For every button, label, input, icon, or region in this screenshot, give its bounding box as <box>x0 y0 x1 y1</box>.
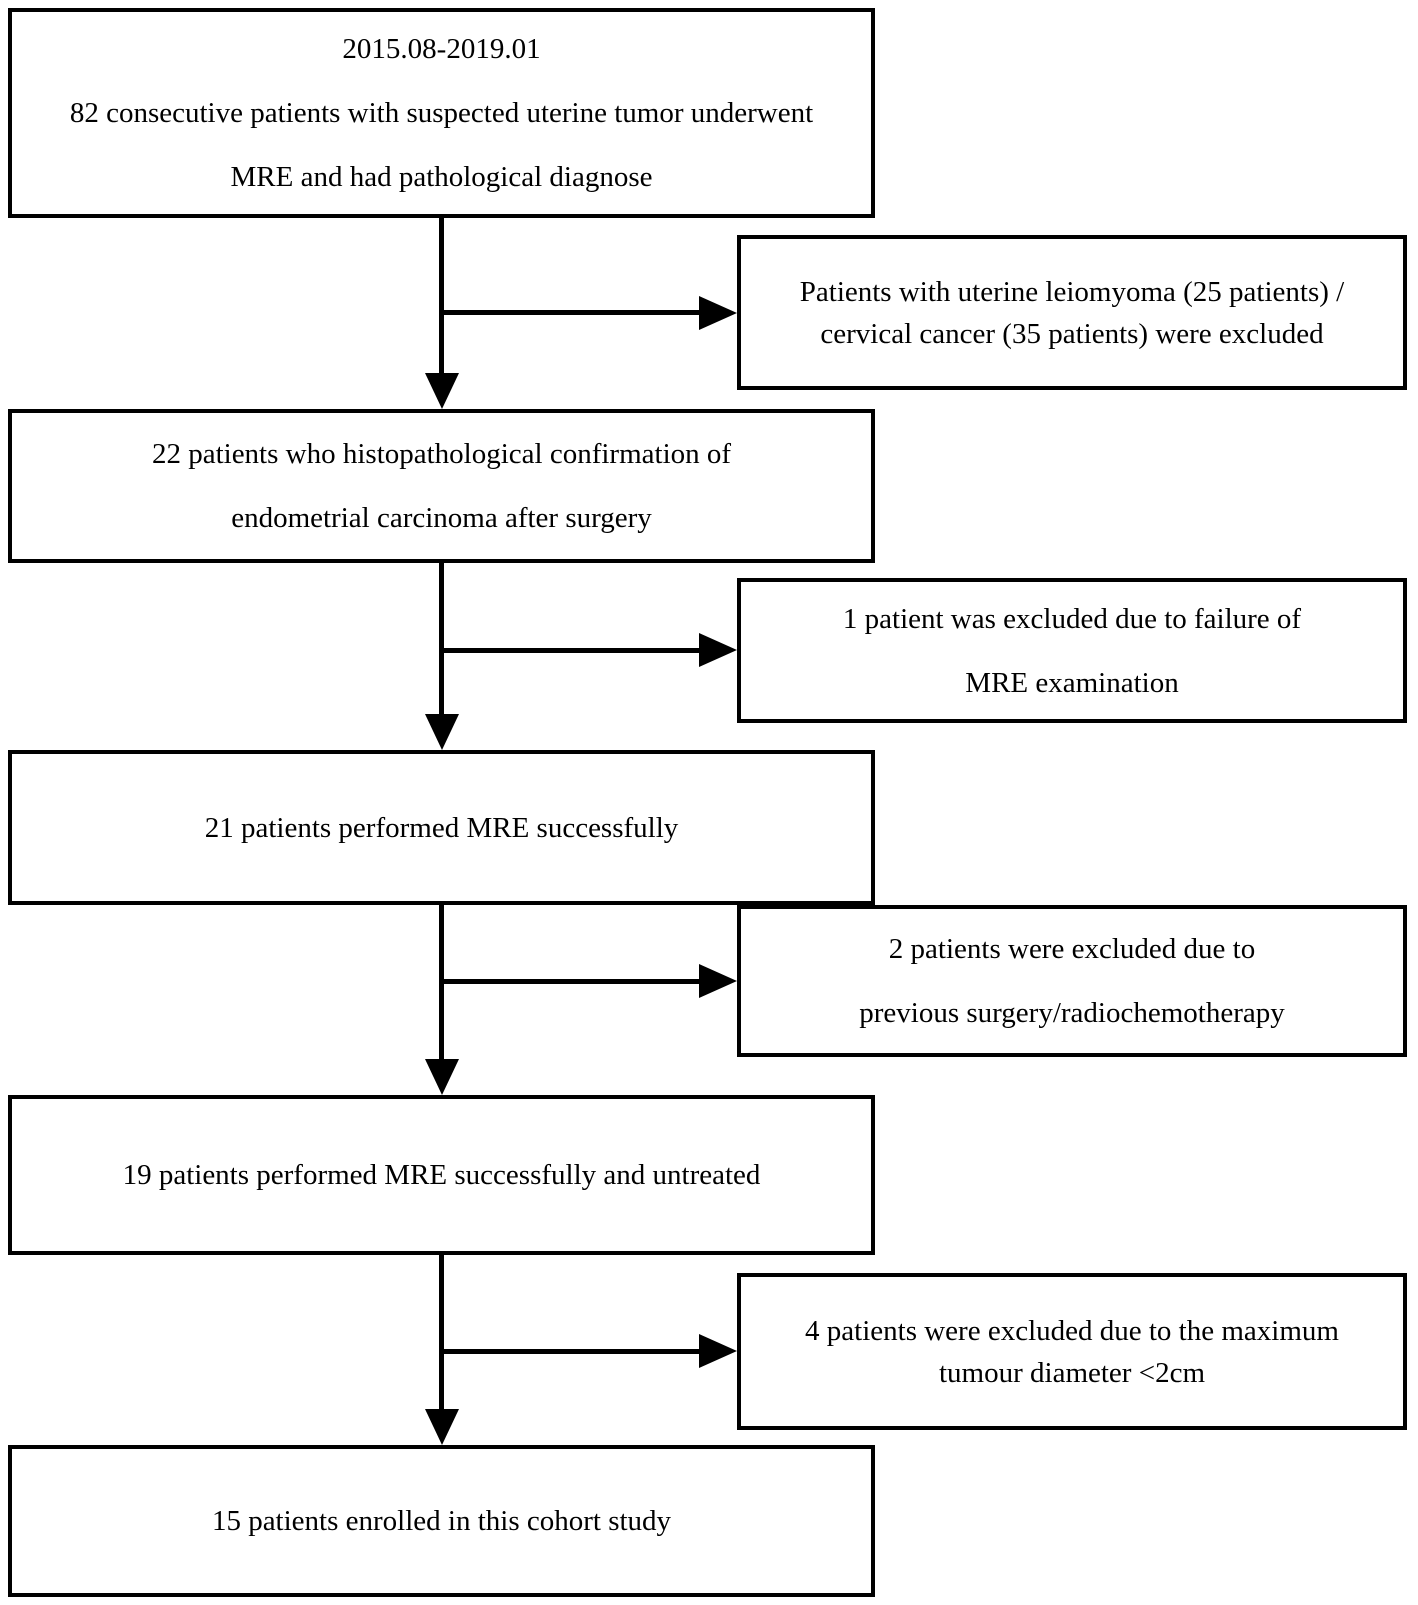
exclusion-box-line: Patients with uterine leiomyoma (25 pati… <box>799 275 1345 308</box>
down-arrow-line-1 <box>439 218 444 375</box>
flow-box-line: 21 patients performed MRE successfully <box>204 811 679 844</box>
flow-box-line: 2015.08-2019.01 <box>342 33 541 65</box>
down-arrowhead-icon <box>425 714 459 750</box>
right-arrow-line-4 <box>439 1349 704 1354</box>
right-arrowhead-icon <box>699 633 737 667</box>
down-arrowhead-icon <box>425 1059 459 1095</box>
right-arrowhead-icon <box>699 296 737 330</box>
flow-box-line: MRE and had pathological diagnose <box>230 161 653 193</box>
exclusion-box-small-tumour-diameter: 4 patients were excluded due to the maxi… <box>737 1273 1407 1430</box>
exclusion-box-line: MRE examination <box>965 666 1179 699</box>
flow-box-line: endometrial carcinoma after surgery <box>231 502 652 534</box>
right-arrowhead-icon <box>699 964 737 998</box>
flow-box-mre-successful-untreated: 19 patients performed MRE successfully a… <box>8 1095 875 1255</box>
exclusion-box-line: 4 patients were excluded due to the maxi… <box>805 1314 1339 1347</box>
flow-box-mre-successful: 21 patients performed MRE successfully <box>8 750 875 905</box>
down-arrowhead-icon <box>425 1409 459 1445</box>
flow-box-line: 22 patients who histopathological confir… <box>151 438 732 470</box>
exclusion-box-line: cervical cancer (35 patients) were exclu… <box>820 317 1324 350</box>
down-arrow-line-2 <box>439 563 444 716</box>
down-arrowhead-icon <box>425 373 459 409</box>
exclusion-box-line: 1 patient was excluded due to failure of <box>842 602 1302 635</box>
flow-box-line: 19 patients performed MRE successfully a… <box>122 1159 761 1191</box>
down-arrow-line-4 <box>439 1255 444 1411</box>
exclusion-box-line: previous surgery/radiochemotherapy <box>859 997 1285 1029</box>
exclusion-box-line: tumour diameter <2cm <box>939 1356 1205 1389</box>
flow-box-initial-patients: 2015.08-2019.01 82 consecutive patients … <box>8 8 875 218</box>
flow-box-enrolled: 15 patients enrolled in this cohort stud… <box>8 1445 875 1597</box>
exclusion-box-mre-failure: 1 patient was excluded due to failure of… <box>737 578 1407 723</box>
right-arrowhead-icon <box>699 1334 737 1368</box>
flow-box-confirmed-endometrial-carcinoma: 22 patients who histopathological confir… <box>8 409 875 563</box>
right-arrow-line-2 <box>439 648 704 653</box>
flow-box-line: 15 patients enrolled in this cohort stud… <box>211 1505 672 1537</box>
right-arrow-line-3 <box>439 979 704 984</box>
exclusion-box-line: 2 patients were excluded due to <box>888 933 1256 965</box>
exclusion-box-leiomyoma-cervical-cancer: Patients with uterine leiomyoma (25 pati… <box>737 235 1407 390</box>
exclusion-box-previous-treatment: 2 patients were excluded due to previous… <box>737 905 1407 1057</box>
right-arrow-line-1 <box>439 310 704 315</box>
flow-box-line: 82 consecutive patients with suspected u… <box>69 97 814 129</box>
